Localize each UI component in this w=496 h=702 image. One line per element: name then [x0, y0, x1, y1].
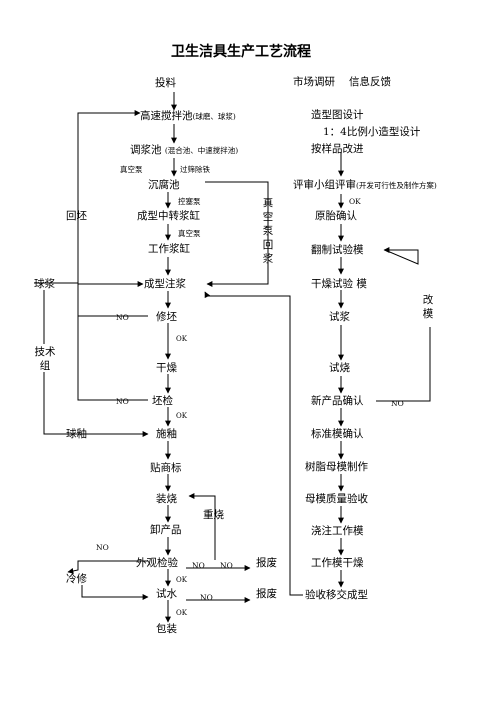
vacuum-return-label: 真空泵回浆	[262, 197, 274, 265]
return-blank-label: 回坯	[66, 210, 87, 222]
tech-group-label: 技术组	[34, 346, 56, 372]
visual-no-left-label: NO	[96, 543, 109, 552]
review-ok-label: OK	[349, 197, 361, 206]
vacuum-pump-label-2: 真空泵	[178, 229, 201, 238]
step-cast-work-mold: 浇注工作模	[311, 525, 364, 537]
step-new-product-confirm: 新产品确认	[311, 395, 364, 407]
step-transfer-form: 验收移交成型	[305, 589, 368, 601]
step-trial-slurry: 试浆	[329, 311, 350, 323]
step-casting: 成型注浆	[144, 278, 186, 290]
step-mixer-note: (球磨、球浆)	[192, 112, 236, 121]
step-unload: 卸产品	[150, 524, 182, 536]
cold-repair-label: 冷修	[66, 573, 87, 585]
ball-slurry-label: 球浆	[34, 278, 55, 290]
scrap-label-2: 报废	[256, 588, 277, 600]
water-ok-label: OK	[176, 609, 187, 617]
step-settling-pool: 沉腐池	[148, 179, 180, 191]
step-fire: 装烧	[156, 493, 177, 505]
vacuum-pump-label-1: 真空泵	[120, 165, 143, 174]
page-title: 卫生洁具生产工艺流程	[171, 44, 311, 60]
modify-mold-label: 改模	[422, 294, 434, 320]
step-mixer: 高速搅拌池(球磨、球浆)	[140, 110, 236, 123]
step-feed: 投料	[155, 77, 176, 89]
step-master-check: 母模质量验收	[305, 493, 368, 505]
trim-no-label: NO	[116, 313, 129, 322]
sieve-iron-label: 过筛除铁	[180, 165, 210, 174]
step-transfer-tank: 成型中转浆缸	[137, 210, 200, 222]
step-scale-model: 1：4比例小造型设计	[323, 126, 421, 138]
new-product-no-label: NO	[391, 399, 404, 408]
plunger-pump-label: 控塞泵	[178, 197, 201, 206]
inspect-no-label: NO	[116, 397, 129, 406]
visual-no-label-2: NO	[220, 561, 233, 570]
inspect-ok-label: OK	[176, 412, 187, 420]
step-glaze: 施釉	[156, 428, 177, 440]
step-review-label: 评审小组评审	[293, 179, 356, 191]
visual-ok-label: OK	[176, 576, 187, 584]
step-trim: 修坯	[156, 311, 177, 323]
step-resin-mold: 树脂母模制作	[305, 461, 368, 473]
step-pack: 包装	[156, 623, 177, 635]
step-make-test-mold: 翻制试验模	[311, 244, 364, 256]
scrap-label-1: 报废	[256, 557, 277, 569]
step-mixer-label: 高速搅拌池	[140, 110, 193, 122]
step-standard-mold: 标准模确认	[311, 428, 364, 440]
step-review-note: (开发可行性及制作方案)	[356, 181, 437, 190]
step-prototype-confirm: 原胎确认	[315, 210, 357, 222]
step-slurry-pool: 调浆池 (混合池、中速搅拌池)	[130, 144, 238, 157]
step-trial-fire: 试烧	[329, 362, 350, 374]
step-dry-work-mold: 工作模干燥	[311, 557, 364, 569]
step-inspect-blank: 坯检	[152, 395, 173, 407]
step-research: 市场调研	[293, 76, 335, 88]
step-refire: 重烧	[203, 509, 224, 521]
step-feedback: 信息反馈	[349, 76, 391, 88]
step-visual-check: 外观检验	[136, 557, 178, 569]
step-sample-improve: 按样品改进	[311, 143, 364, 155]
step-slurry-pool-note: (混合池、中速搅拌池)	[164, 146, 239, 155]
step-dry-test-mold: 干燥试验 模	[311, 278, 367, 290]
step-label: 贴商标	[150, 462, 182, 474]
step-slurry-pool-label: 调浆池	[130, 144, 162, 156]
water-no-label: NO	[200, 593, 213, 602]
step-work-tank: 工作浆缸	[148, 243, 190, 255]
ball-glaze-label: 球釉	[66, 428, 87, 440]
visual-no-label-1: NO	[192, 561, 205, 570]
step-dry: 干燥	[156, 362, 177, 374]
step-drawing: 造型图设计	[311, 109, 364, 121]
trim-ok-label: OK	[176, 335, 187, 343]
step-review: 评审小组评审(开发可行性及制作方案)	[293, 179, 437, 192]
step-water-test: 试水	[156, 588, 177, 600]
